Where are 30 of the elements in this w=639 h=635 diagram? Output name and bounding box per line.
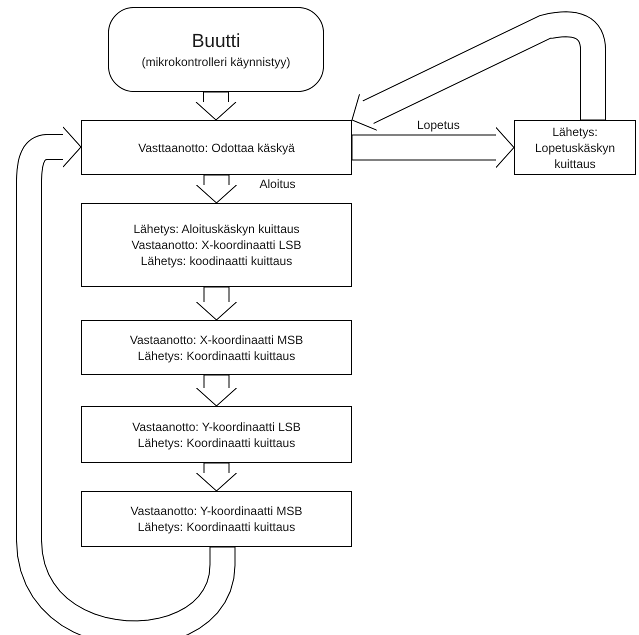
- box-text: Lähetys: Koordinaatti kuittaus: [136, 348, 296, 364]
- box-text: Lähetys: Koordinaatti kuittaus: [136, 519, 296, 535]
- process-box: [81, 406, 352, 463]
- box-text: Lähetys: koodinaatti kuittaus: [140, 253, 294, 269]
- box-text: Vastaanotto: Y-koordinaatti MSB: [130, 503, 304, 519]
- start-box: [108, 7, 324, 92]
- block-arrow: [196, 286, 237, 320]
- box-text: Lähetys: Lopetuskäskyn kuittaus: [534, 124, 616, 172]
- edge-label: Lopetus: [416, 118, 461, 132]
- block-arrow: [352, 11, 606, 131]
- process-box: [81, 203, 352, 287]
- process-box: [514, 120, 636, 175]
- process-box: [81, 491, 352, 547]
- box-text: Vastaanotto: Y-koordinaatti LSB: [131, 418, 302, 434]
- block-arrow: [196, 92, 236, 120]
- edge-label: Aloitus: [258, 177, 297, 191]
- box-text: Lähetys: Koordinaatti kuittaus: [136, 434, 296, 450]
- box-text: (mikrokontrolleri käynnistyy): [140, 54, 292, 70]
- box-title: Buutti: [192, 30, 240, 54]
- process-box: [81, 320, 352, 375]
- box-text: Vasttaanotto: Odottaa käskyä: [137, 140, 296, 156]
- block-arrow: [352, 127, 514, 168]
- process-box: [81, 120, 352, 175]
- block-arrow: [196, 462, 237, 492]
- block-arrow: [196, 174, 237, 204]
- block-arrow: [16, 126, 236, 635]
- box-text: Vastaanotto: X-koordinaatti MSB: [128, 332, 304, 348]
- block-arrow: [196, 374, 237, 406]
- box-text: Vastaanotto: X-koordinaatti LSB: [130, 237, 302, 253]
- box-text: Lähetys: Aloituskäskyn kuittaus: [132, 221, 301, 237]
